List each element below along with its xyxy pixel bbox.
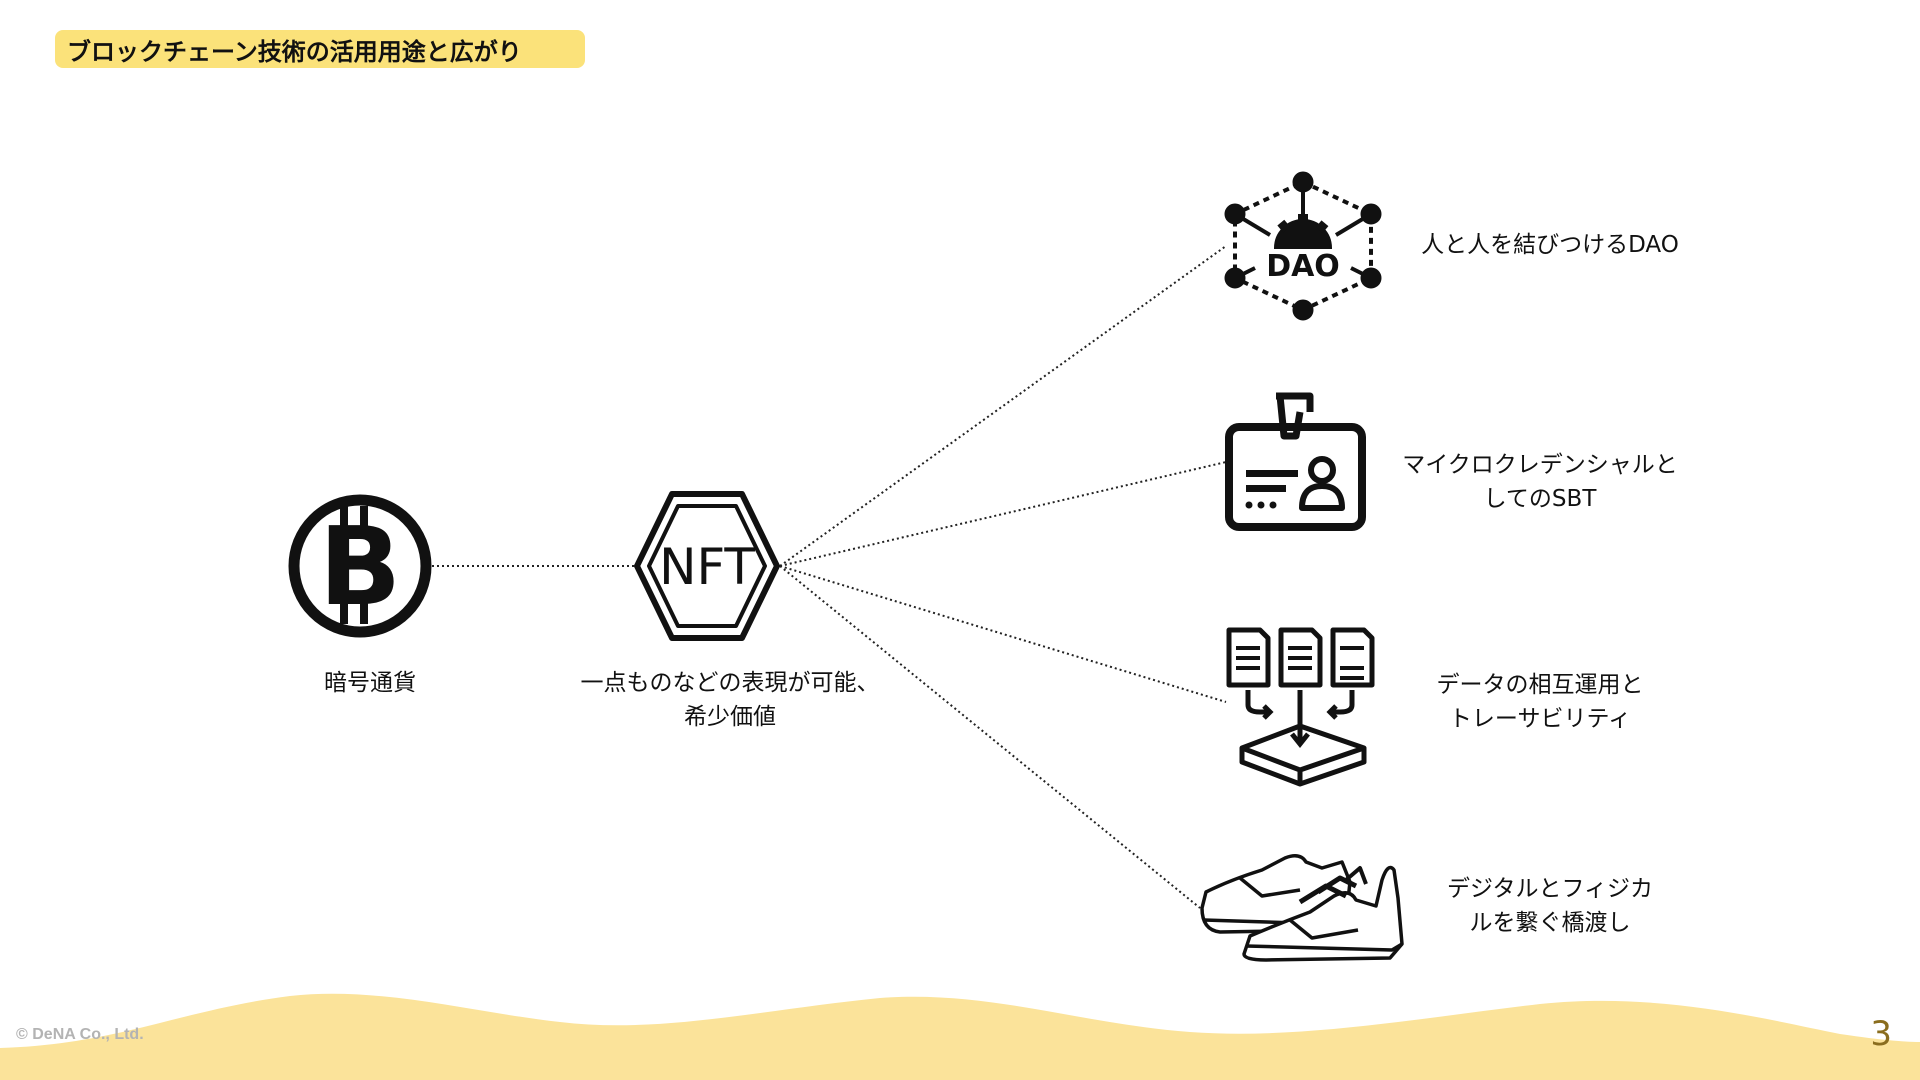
connector-lines xyxy=(432,245,1227,909)
nft-icon-text: NFT xyxy=(659,538,755,596)
bitcoin-icon: B xyxy=(288,494,432,638)
connector-nft-digital xyxy=(779,565,1201,909)
dao-label: 人と人を結びつけるDAO xyxy=(1421,232,1679,258)
connector-nft-sbt xyxy=(779,461,1227,567)
nft-label-line2: 希少価値 xyxy=(684,704,776,730)
nft-hexagon-icon: NFT xyxy=(634,491,780,641)
page-number: 3 xyxy=(1870,1014,1892,1054)
data-label-line1: データの相互運用と xyxy=(1436,672,1644,698)
dao-icon-text: DAO xyxy=(1266,249,1340,284)
connector-nft-dao xyxy=(779,245,1227,567)
digital-label-line2: ルを繋ぐ橋渡し xyxy=(1469,910,1631,936)
sneakers-icon xyxy=(1200,854,1404,962)
nft-label-line1: 一点ものなどの表現が可能、 xyxy=(580,670,880,696)
crypto-label: 暗号通貨 xyxy=(324,670,416,696)
nft-label: 一点ものなどの表現が可能、 希少価値 xyxy=(560,666,900,734)
id-badge-icon xyxy=(1225,392,1366,531)
footer-wave xyxy=(0,993,1920,1080)
slide-title: ブロックチェーン技術の活用用途と広がり xyxy=(55,30,585,68)
sbt-label: マイクロクレデンシャルと してのSBT xyxy=(1390,448,1690,516)
digital-label-line1: デジタルとフィジカ xyxy=(1446,876,1654,902)
sbt-label-line1: マイクロクレデンシャルと xyxy=(1402,452,1678,478)
data-label-line2: トレーサビリティ xyxy=(1448,706,1632,732)
data-label: データの相互運用と トレーサビリティ xyxy=(1390,668,1690,736)
sbt-label-line2: してのSBT xyxy=(1483,486,1597,512)
dao-network-icon: DAO xyxy=(1224,171,1382,321)
documents-box-icon xyxy=(1226,627,1375,787)
digital-label: デジタルとフィジカ ルを繋ぐ橋渡し xyxy=(1400,872,1700,940)
copyright: © DeNA Co., Ltd. xyxy=(16,1026,144,1043)
